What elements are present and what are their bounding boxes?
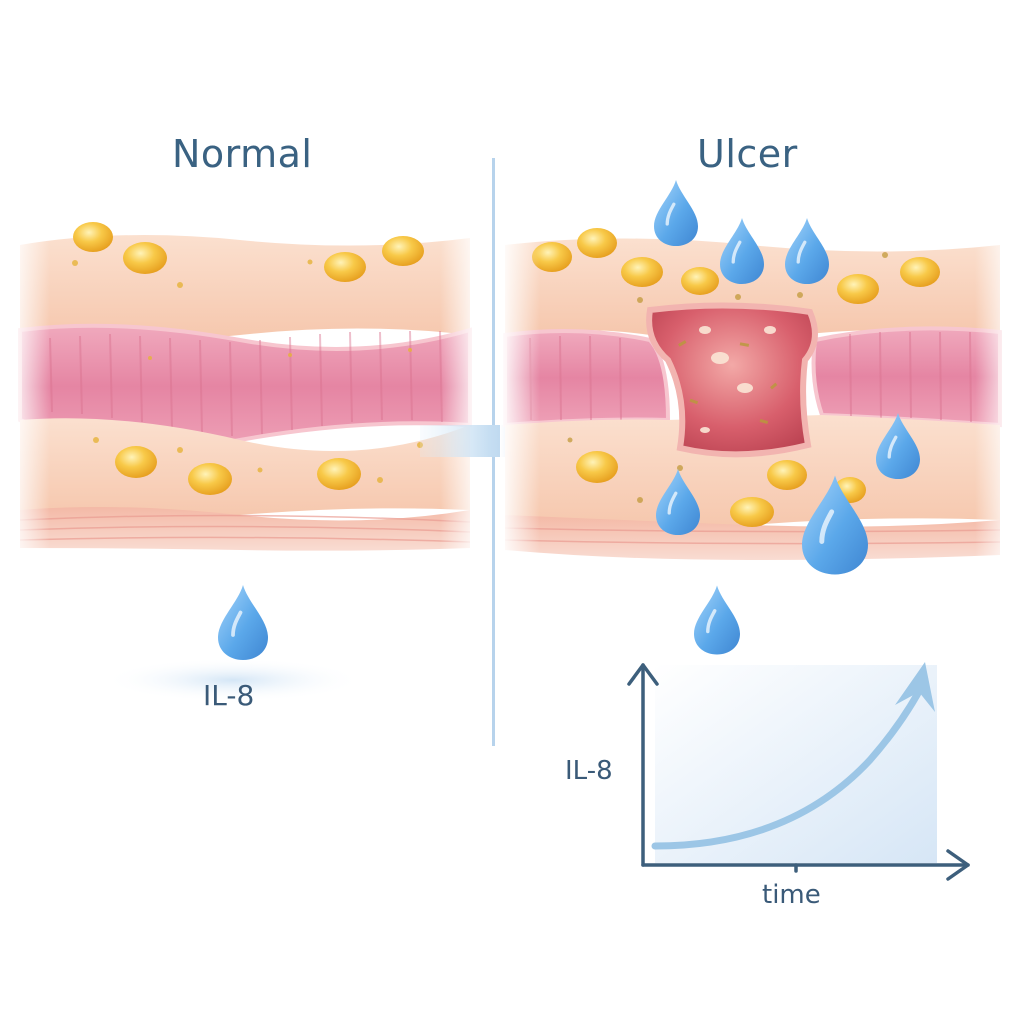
droplet-shadow: [103, 658, 363, 702]
chart-x-axis-label: time: [762, 880, 821, 910]
normal-panel-title: Normal: [172, 132, 313, 176]
normal-il8-label: IL-8: [203, 679, 255, 712]
normal-tissue: [10, 220, 480, 560]
il8-droplet-icon: [785, 218, 829, 284]
chart-axes: [627, 663, 970, 881]
il8-droplet-icon: [720, 218, 764, 284]
il8-droplet-icon: [218, 585, 268, 660]
il8-droplet-icon: [694, 585, 740, 655]
ulcer-crater: [646, 302, 818, 458]
chart-y-axis-label: IL-8: [565, 756, 613, 786]
il8-droplet-icon: [654, 180, 698, 246]
ulcer-tissue: [500, 220, 1015, 570]
ulcer-panel-title: Ulcer: [697, 132, 798, 176]
trend-arrowhead-icon: [895, 662, 935, 712]
trend-curve: [651, 676, 929, 850]
il8-time-chart: [627, 662, 970, 881]
